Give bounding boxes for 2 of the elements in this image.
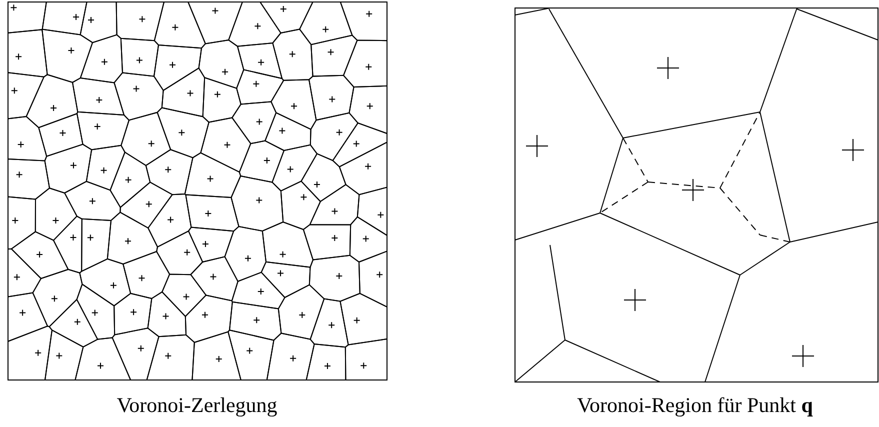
- caption-text: Voronoi-Region für Punkt q: [577, 393, 813, 418]
- caption-text: Voronoi-Zerlegung: [116, 393, 278, 418]
